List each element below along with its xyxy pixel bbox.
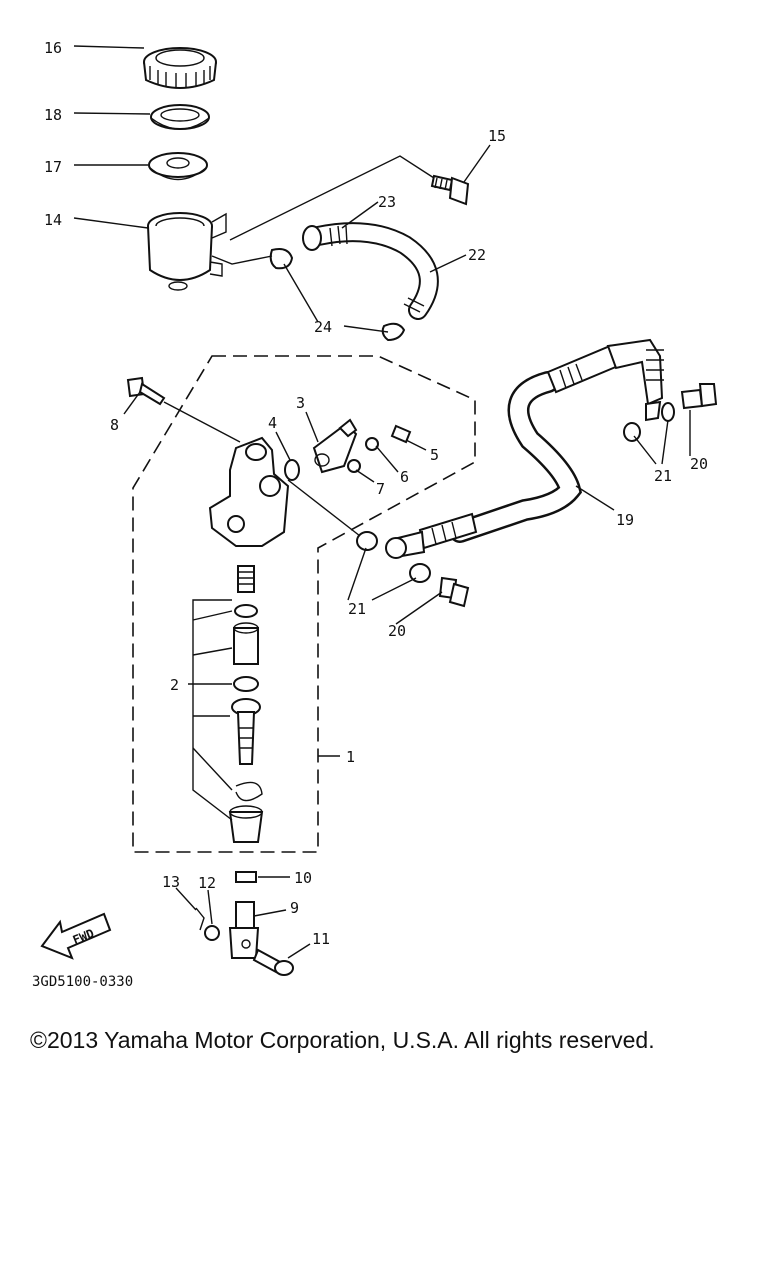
- callout-21-upper: 21: [654, 467, 672, 485]
- callout-14: 14: [44, 211, 62, 229]
- callout-4: 4: [268, 414, 277, 432]
- callout-24: 24: [314, 318, 332, 336]
- callout-1: 1: [346, 748, 355, 766]
- callout-12: 12: [198, 874, 216, 892]
- part-16-reservoir-cap: [143, 47, 217, 89]
- callout-10: 10: [294, 869, 312, 887]
- part-15-bolt: [430, 174, 470, 206]
- callout-21-lower: 21: [348, 600, 366, 618]
- part-24-hose-clamps: [269, 248, 406, 342]
- fwd-direction-arrow: FWD: [40, 912, 112, 960]
- callout-22: 22: [468, 246, 486, 264]
- callout-3: 3: [296, 394, 305, 412]
- callout-7: 7: [376, 480, 385, 498]
- callout-20-upper: 20: [690, 455, 708, 473]
- part-4-o-ring: [284, 459, 300, 481]
- part-3-hose-joint: [312, 418, 358, 474]
- callout-5: 5: [430, 446, 439, 464]
- callout-8: 8: [110, 416, 119, 434]
- part-18-diaphragm-plate: [150, 104, 210, 130]
- part-9-clevis: [228, 901, 260, 959]
- part-20-union-bolt-upper: [680, 383, 718, 410]
- part-8-bolt: [126, 376, 166, 406]
- part-12-washer: [204, 925, 220, 941]
- part-19-brake-hose: [385, 338, 664, 559]
- callout-labels: 16 18 17 14 15 23 22 24 8 4 3 5 6 7 21 2…: [44, 39, 708, 948]
- callout-15: 15: [488, 127, 506, 145]
- part-23-part-22-reservoir-hose: [302, 222, 439, 320]
- part-11-pin: [252, 948, 294, 976]
- part-10-nut: [235, 871, 257, 883]
- callout-23: 23: [378, 193, 396, 211]
- part-21-washers-lower: [356, 531, 431, 583]
- part-master-cylinder-body: [208, 436, 290, 547]
- part-14-reservoir-tank: [147, 212, 227, 291]
- callout-17: 17: [44, 158, 62, 176]
- part-17-diaphragm: [148, 152, 208, 181]
- leader-lines: [73, 45, 691, 959]
- copyright-notice: ©2013 Yamaha Motor Corporation, U.S.A. A…: [30, 1027, 655, 1053]
- parts-diagram: FWD 16 18 17 14 15 23 22 24 8 4 3 5 6 7 …: [32, 39, 718, 990]
- callout-6: 6: [400, 468, 409, 486]
- part-2-piston-kit: [192, 565, 264, 843]
- master-cylinder-assembly-boundary: [132, 355, 476, 853]
- callout-2: 2: [170, 676, 179, 694]
- part-21-washers-upper: [623, 402, 675, 442]
- callout-11: 11: [312, 930, 330, 948]
- part-5-6-7-screw-washers: [347, 424, 412, 473]
- callout-19: 19: [616, 511, 634, 529]
- callout-20-lower: 20: [388, 622, 406, 640]
- diagram-code: 3GD5100-0330: [32, 974, 133, 990]
- part-20-union-bolt-lower: [438, 576, 470, 608]
- callout-18: 18: [44, 106, 62, 124]
- part-13-cotter-pin: [195, 907, 205, 931]
- callout-16: 16: [44, 39, 62, 57]
- callout-9: 9: [290, 899, 299, 917]
- callout-13: 13: [162, 873, 180, 891]
